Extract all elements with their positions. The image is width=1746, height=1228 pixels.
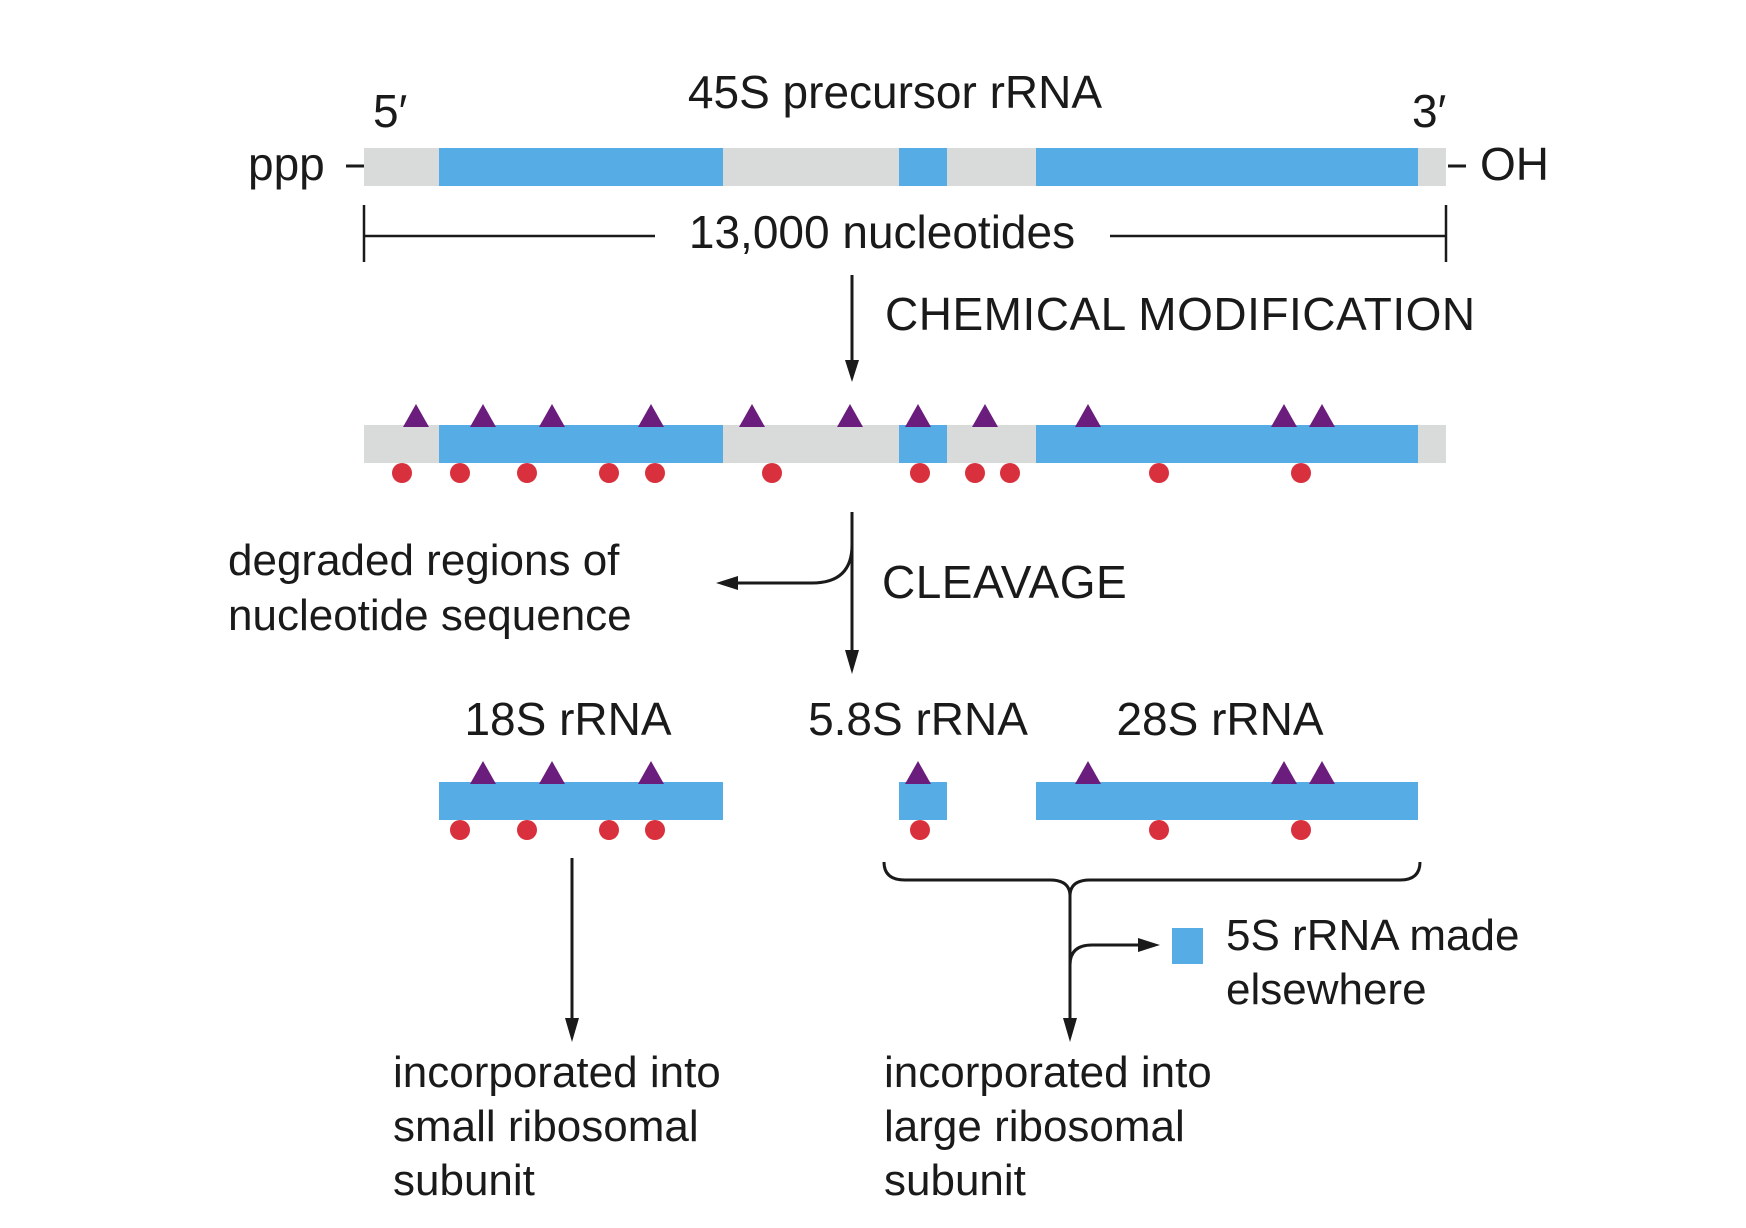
five-s-label-line1: 5S rRNA made bbox=[1226, 911, 1519, 960]
modification-triangle-icon bbox=[1271, 404, 1297, 427]
five-s-branch-arrow bbox=[1068, 943, 1142, 966]
modification-triangle-icon bbox=[1309, 761, 1335, 784]
grouping-brace bbox=[882, 861, 1422, 897]
modification-triangle-icon bbox=[837, 404, 863, 427]
degraded-arrowhead bbox=[716, 576, 738, 590]
modification-dot-icon bbox=[599, 463, 619, 483]
degraded-label-line2: nucleotide sequence bbox=[228, 591, 632, 640]
five-s-label-line2: elsewhere bbox=[1226, 965, 1427, 1014]
five-s-arrowhead bbox=[1138, 938, 1160, 952]
large-subunit-arrowhead bbox=[1063, 1018, 1077, 1042]
large-subunit-line1: incorporated into bbox=[884, 1048, 1212, 1097]
label-28s-rrna: 28S rRNA bbox=[1116, 693, 1323, 745]
mature-58s bbox=[899, 761, 947, 840]
modification-dot-icon bbox=[645, 463, 665, 483]
modification-triangle-icon bbox=[905, 404, 931, 427]
modification-dot-icon bbox=[645, 820, 665, 840]
five-prime-label: 5′ bbox=[373, 85, 407, 137]
modification-triangle-icon bbox=[1271, 761, 1297, 784]
modification-triangle-icon bbox=[470, 404, 496, 427]
modification-dot-icon bbox=[517, 463, 537, 483]
segment-58s bbox=[899, 148, 947, 186]
modified-triangles bbox=[403, 404, 1335, 427]
modification-triangle-icon bbox=[1075, 404, 1101, 427]
modification-triangle-icon bbox=[470, 761, 496, 784]
modified-strand bbox=[364, 425, 1446, 463]
modification-dot-icon bbox=[1291, 820, 1311, 840]
segment-28s bbox=[1036, 425, 1418, 463]
mature-18s bbox=[439, 761, 723, 840]
modification-dot-icon bbox=[450, 463, 470, 483]
segment-28s bbox=[1036, 782, 1418, 820]
degraded-branch-arrow bbox=[735, 544, 854, 585]
small-subunit-line2: small ribosomal bbox=[393, 1102, 699, 1151]
precursor-strand bbox=[364, 148, 1446, 186]
modification-triangle-icon bbox=[539, 404, 565, 427]
large-subunit-line3: subunit bbox=[884, 1156, 1026, 1205]
cleavage-arrowhead bbox=[845, 650, 859, 674]
modified-dots bbox=[392, 463, 1311, 483]
modification-dot-icon bbox=[450, 820, 470, 840]
modification-dot-icon bbox=[965, 463, 985, 483]
segment-18s bbox=[439, 148, 723, 186]
title-45s-precursor: 45S precursor rRNA bbox=[688, 66, 1102, 118]
modification-triangle-icon bbox=[1309, 404, 1335, 427]
modification-dot-icon bbox=[1149, 820, 1169, 840]
three-prime-label: 3′ bbox=[1412, 85, 1446, 137]
modification-triangle-icon bbox=[403, 404, 429, 427]
segment-18s bbox=[439, 782, 723, 820]
segment-58s bbox=[899, 425, 947, 463]
label-18s-rrna: 18S rRNA bbox=[464, 693, 671, 745]
modification-dot-icon bbox=[1000, 463, 1020, 483]
modification-triangle-icon bbox=[638, 404, 664, 427]
large-subunit-line2: large ribosomal bbox=[884, 1102, 1185, 1151]
oh-label: OH bbox=[1480, 138, 1549, 190]
segment-18s bbox=[439, 425, 723, 463]
mature-28s bbox=[1036, 761, 1418, 840]
modification-dot-icon bbox=[1291, 463, 1311, 483]
length-label: 13,000 nucleotides bbox=[689, 206, 1075, 258]
modification-triangle-icon bbox=[739, 404, 765, 427]
modification-dot-icon bbox=[910, 820, 930, 840]
degraded-label-line1: degraded regions of bbox=[228, 536, 620, 585]
modification-dot-icon bbox=[1149, 463, 1169, 483]
segment-28s bbox=[1036, 148, 1418, 186]
small-subunit-line1: incorporated into bbox=[393, 1048, 721, 1097]
modification-triangle-icon bbox=[539, 761, 565, 784]
label-58s-rrna: 5.8S rRNA bbox=[808, 693, 1028, 745]
modification-triangle-icon bbox=[905, 761, 931, 784]
modification-dot-icon bbox=[762, 463, 782, 483]
small-subunit-line3: subunit bbox=[393, 1156, 535, 1205]
segment-58s bbox=[899, 782, 947, 820]
modification-arrowhead bbox=[845, 360, 859, 382]
modification-triangle-icon bbox=[1075, 761, 1101, 784]
ppp-label: ppp bbox=[248, 138, 325, 190]
modification-dot-icon bbox=[599, 820, 619, 840]
5s-rrna-square-icon bbox=[1172, 928, 1203, 964]
small-subunit-arrowhead bbox=[565, 1018, 579, 1042]
modification-dot-icon bbox=[517, 820, 537, 840]
step-cleavage: CLEAVAGE bbox=[882, 556, 1127, 608]
modification-dot-icon bbox=[910, 463, 930, 483]
step-chemical-modification: CHEMICAL MODIFICATION bbox=[885, 288, 1476, 340]
modification-triangle-icon bbox=[972, 404, 998, 427]
modification-dot-icon bbox=[392, 463, 412, 483]
modification-triangle-icon bbox=[638, 761, 664, 784]
